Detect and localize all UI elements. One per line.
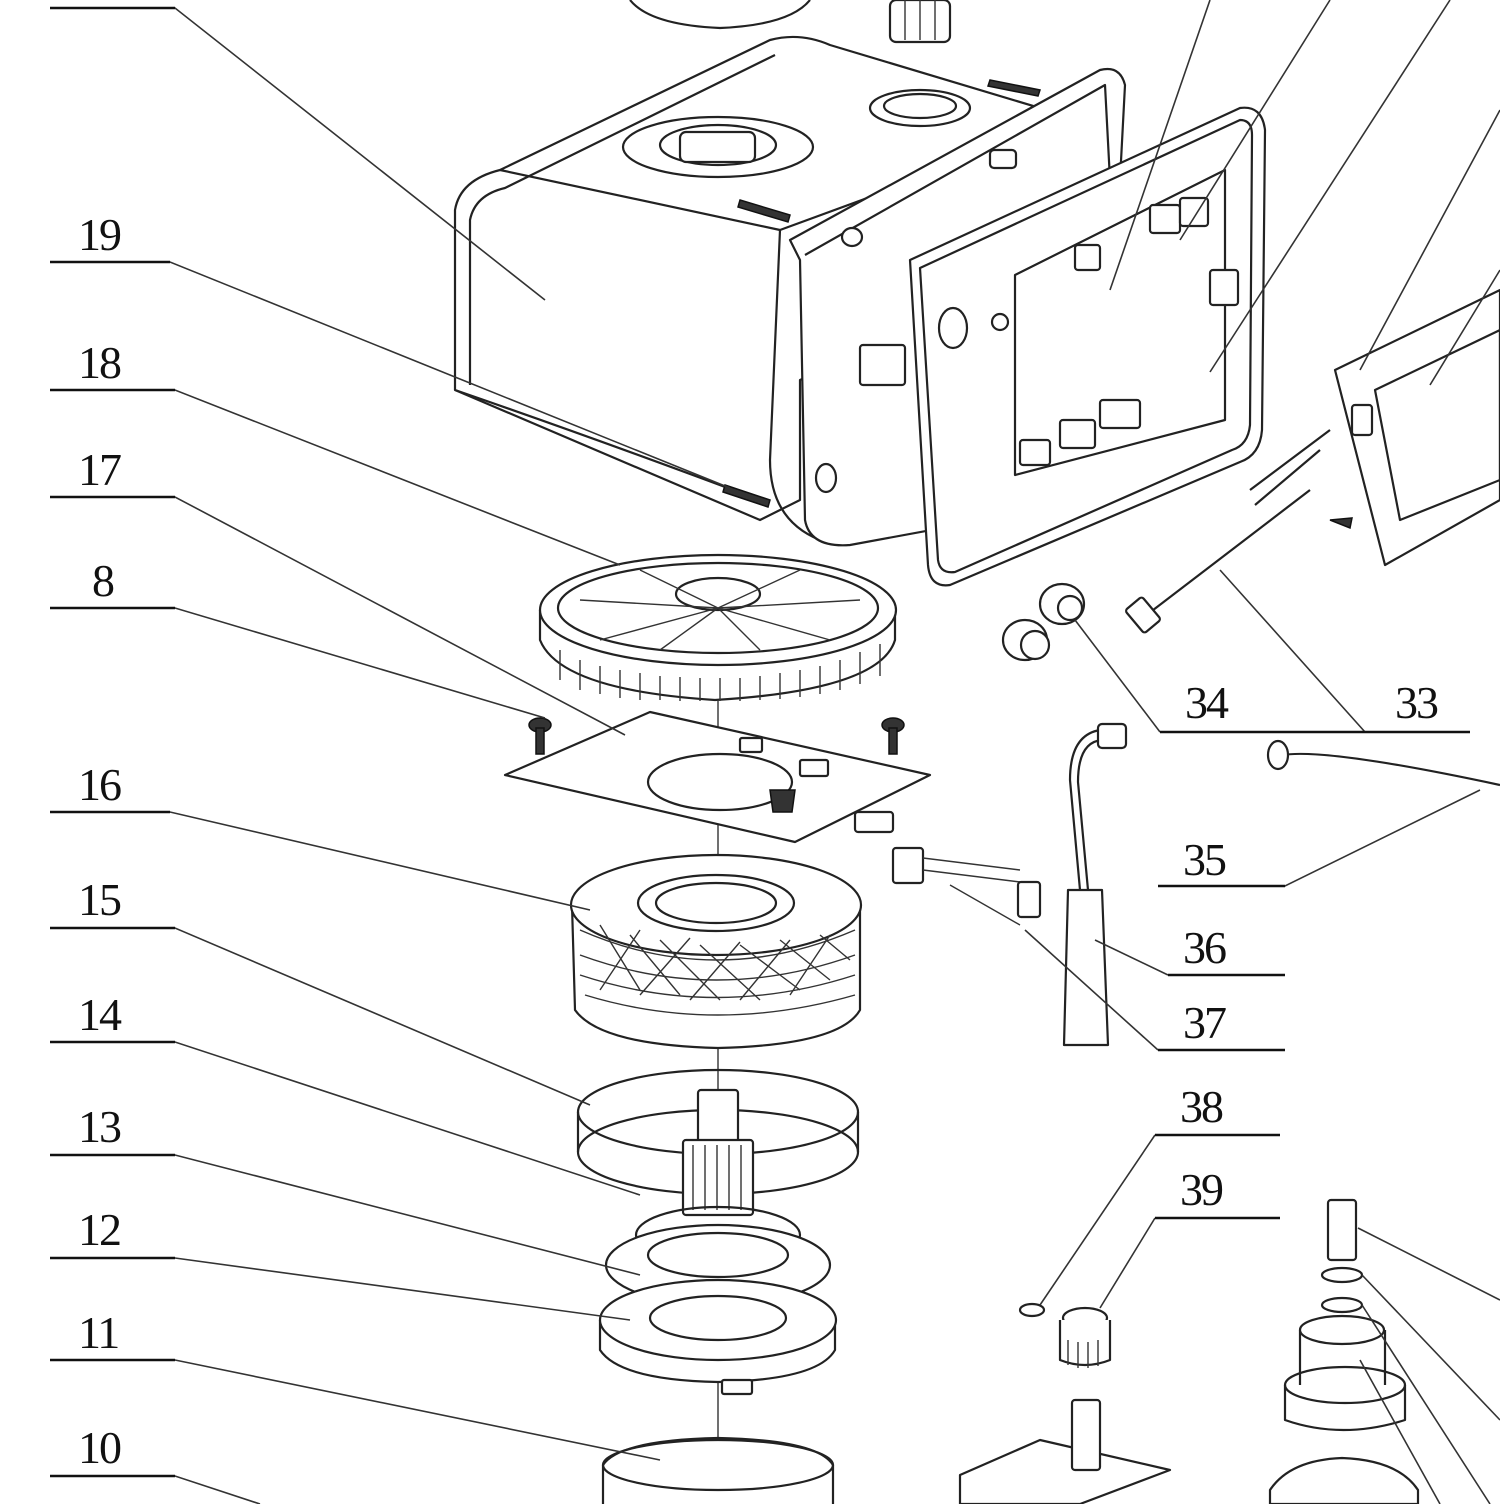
- label-underlines: [50, 6, 1470, 1478]
- label-part-8: 8: [92, 555, 114, 606]
- fan-wheel: [538, 553, 898, 702]
- mounting-plate: [503, 710, 932, 844]
- label-part-10: 10: [78, 1422, 121, 1473]
- label-part-11: 11: [78, 1307, 118, 1358]
- right-bottom-assembly: [1268, 1198, 1420, 1504]
- label-part-12: 12: [78, 1204, 120, 1255]
- label-part-37: 37: [1183, 997, 1226, 1048]
- bottom-housing: [601, 1436, 835, 1504]
- display-module: [1333, 288, 1500, 567]
- label-part-35: 35: [1183, 834, 1226, 885]
- label-part-17: 17: [78, 444, 121, 495]
- label-part-34: 34: [1185, 677, 1229, 728]
- label-part-13: 13: [78, 1101, 121, 1152]
- housing-body: [453, 35, 1082, 547]
- label-part-39: 39: [1180, 1164, 1223, 1215]
- label-part-16: 16: [78, 759, 121, 810]
- small-caps: [1001, 582, 1086, 662]
- label-part-38: 38: [1180, 1081, 1223, 1132]
- label-part-15: 15: [78, 874, 121, 925]
- label-part-33: 33: [1395, 677, 1438, 728]
- tube-assembly: [1062, 722, 1500, 1047]
- wire-harness: [1125, 429, 1353, 634]
- base-mount: [598, 1278, 838, 1396]
- part-labels-right: 34 33 35 36 37 38 39: [1180, 677, 1440, 1215]
- top-cap-part: [629, 0, 811, 30]
- label-part-14: 14: [78, 989, 122, 1040]
- parts-illustration: [453, 0, 1500, 1504]
- screws: [528, 717, 905, 755]
- label-part-36: 36: [1183, 922, 1226, 973]
- bottom-small-parts: [958, 1302, 1172, 1504]
- pcb-board: [1013, 168, 1240, 477]
- connector: [891, 846, 1042, 926]
- part-labels-left: 19 18 17 8 16 15 14 13 12 11 10: [78, 209, 124, 1473]
- drive-shaft: [681, 1088, 755, 1217]
- motor: [569, 853, 863, 1050]
- label-part-19: 19: [78, 209, 121, 260]
- label-part-18: 18: [78, 337, 121, 388]
